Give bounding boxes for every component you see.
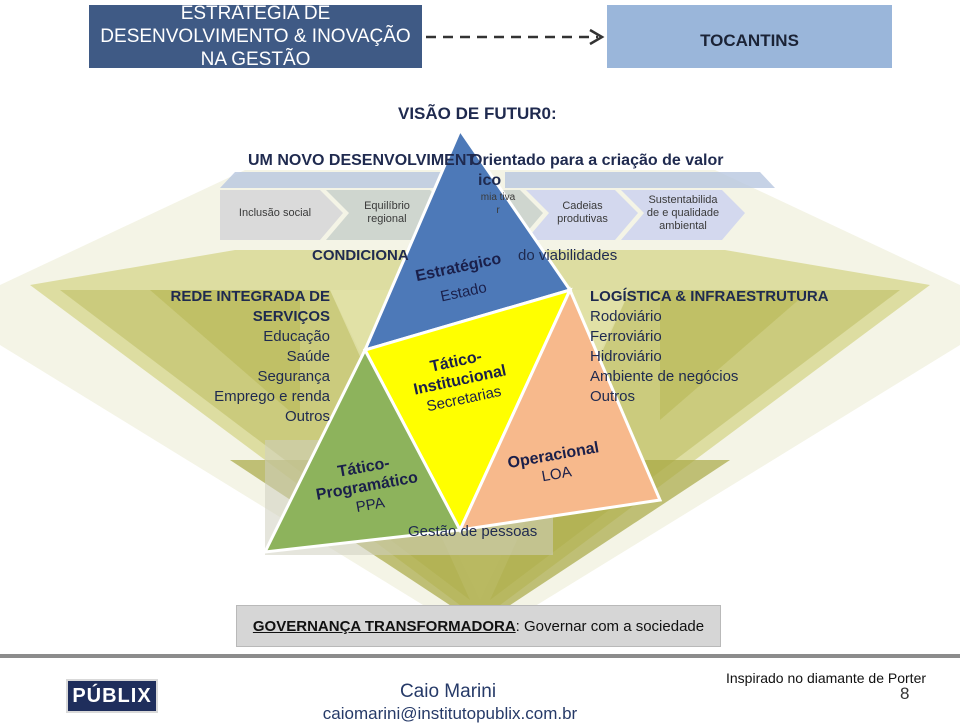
list-item: Hidroviário <box>590 348 662 365</box>
governance-rest: : Governar com a sociedade <box>515 617 705 635</box>
right-list-title: LOGÍSTICA & INFRAESTRUTURA <box>590 288 829 305</box>
list-item: Emprego e renda <box>214 388 330 405</box>
list-item: Ferroviário <box>590 328 662 345</box>
pillar-cadeias-produtivas: Cadeias produtivas <box>557 200 608 225</box>
pillar-equilibrio-regional: Equilíbrio regional <box>364 200 410 225</box>
pillar-economia-fragment: mia tiva r <box>480 192 516 216</box>
vision-label: VISÃO DE FUTUR0: <box>398 104 557 123</box>
page-number: 8 <box>900 684 910 703</box>
list-item: Ambiente de negócios <box>590 368 739 385</box>
list-item: Outros <box>284 408 330 425</box>
list-item: Outros <box>590 388 636 405</box>
vision-line-left: UM NOVO DESENVOLVIMENT <box>248 152 477 169</box>
governance-bold: GOVERNANÇA TRANSFORMADORA <box>252 617 516 635</box>
author-email: caiomarini@institutopublix.com.br <box>322 704 578 723</box>
pyramid-face-operacional <box>457 286 663 532</box>
right-list: LOGÍSTICA & INFRAESTRUTURA Rodoviário Fe… <box>590 287 840 407</box>
left-list-title: REDE INTEGRADA DE <box>170 288 330 305</box>
vision-line-fragment: ico <box>478 172 502 189</box>
list-item: Rodoviário <box>590 308 662 325</box>
left-list-title-2: SERVIÇOS <box>252 308 330 325</box>
gestao-pessoas-label: Gestão de pessoas <box>408 523 538 540</box>
vision-line-right: Orientado para a criação de valor <box>470 152 724 169</box>
header-title-right: TOCANTINS <box>607 5 892 68</box>
pyramid-face-programatico <box>262 346 463 554</box>
author-name: Caio Marini <box>399 681 497 702</box>
conditions-left: CONDICIONA <box>312 247 409 264</box>
pillar-sustentabilidade: Sustentabilida de e qualidade ambiental <box>646 194 720 232</box>
strategy-pyramid <box>262 126 663 554</box>
list-item: Segurança <box>257 368 330 385</box>
publix-logo: PÚBLIX <box>66 679 158 713</box>
dashed-arrow-icon <box>426 28 605 46</box>
conditions-right: do viabilidades <box>518 247 618 264</box>
list-item: Saúde <box>286 348 330 365</box>
inspired-note: Inspirado no diamante de Porter <box>726 670 927 686</box>
pillar-inclusao-social: Inclusão social <box>238 207 312 219</box>
header-title-left: ESTRATÉGIA DE DESENVOLVIMENTO & INOVAÇÃO… <box>89 3 422 70</box>
left-list: REDE INTEGRADA DE SERVIÇOS Educação Saúd… <box>150 287 330 427</box>
list-item: Educação <box>263 328 330 345</box>
governance-banner: GOVERNANÇA TRANSFORMADORA: Governar com … <box>236 605 721 647</box>
